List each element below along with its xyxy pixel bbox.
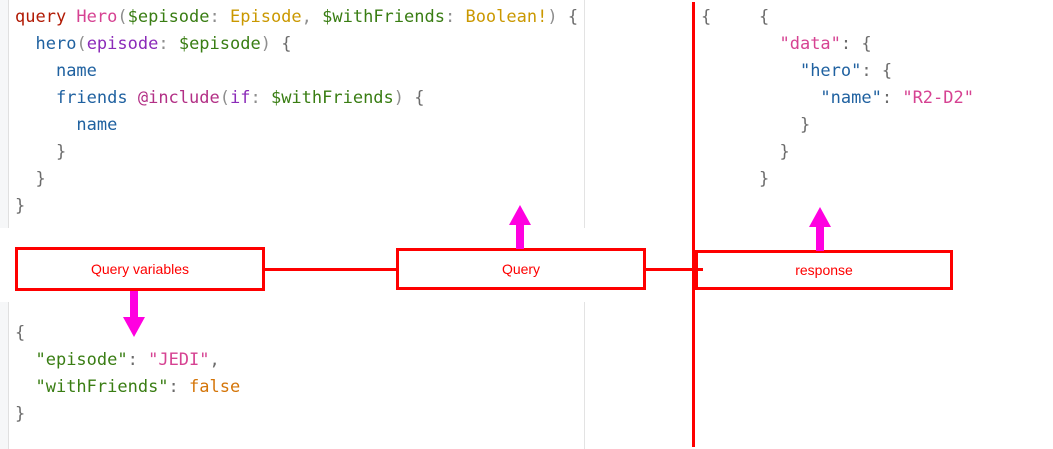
code-token: } — [759, 169, 770, 189]
annotation-box-query-variables: Query variables — [15, 247, 265, 291]
code-token: : — [127, 350, 149, 370]
code-token: $episode — [178, 34, 261, 54]
code-token: Hero — [76, 7, 118, 27]
code-token: : — [881, 88, 903, 108]
code-token: $withFriends — [270, 88, 394, 108]
code-token: } — [799, 115, 811, 135]
pane-divider-bottom — [584, 302, 585, 449]
code-line: } — [15, 139, 578, 166]
code-token: "withFriends" — [35, 377, 169, 397]
pane-divider-top — [584, 0, 585, 228]
annotation-label-query: Query — [501, 261, 541, 277]
code-token: Boolean! — [465, 7, 548, 27]
code-line: "data": { — [759, 31, 974, 58]
code-line: name — [15, 112, 578, 139]
code-token: : — [250, 88, 271, 108]
code-token: { — [404, 88, 425, 108]
code-token: : — [444, 7, 466, 27]
code-line: query Hero($episode: Episode, $withFrien… — [15, 4, 578, 31]
query-editor-pane[interactable]: query Hero($episode: Episode, $withFrien… — [9, 2, 584, 228]
code-line: friends @include(if: $withFriends) { — [15, 85, 578, 112]
code-line: { — [759, 4, 974, 31]
code-line: "name": "R2-D2" — [759, 85, 974, 112]
code-token: } — [55, 142, 67, 162]
code-token: { — [270, 34, 292, 54]
code-line: hero(episode: $episode) { — [15, 31, 578, 58]
code-line: name — [15, 58, 578, 85]
code-line: "episode": "JEDI", — [15, 347, 240, 374]
code-line: } — [15, 166, 578, 193]
code-token: false — [189, 377, 241, 397]
code-line: } — [759, 139, 974, 166]
code-token: : — [168, 377, 190, 397]
code-token: { — [701, 7, 712, 27]
code-token: "R2-D2" — [902, 88, 974, 108]
code-token: ( — [117, 7, 128, 27]
annotation-label-query-variables: Query variables — [90, 261, 190, 277]
query-variables-pane[interactable]: { "episode": "JEDI", "withFriends": fals… — [9, 304, 584, 449]
query-code-text[interactable]: query Hero($episode: Episode, $withFrien… — [15, 4, 578, 220]
code-token: : { — [861, 61, 893, 81]
response-opening-brace: { — [701, 4, 711, 31]
code-token: } — [779, 142, 790, 162]
query-editor-gutter — [0, 0, 9, 228]
variables-editor-gutter — [0, 302, 9, 449]
code-token: { — [759, 7, 770, 27]
annotation-connector-left — [264, 268, 399, 271]
code-token: : — [209, 7, 230, 27]
code-token: } — [15, 196, 26, 216]
code-line: "withFriends": false — [15, 374, 240, 401]
code-line: "hero": { — [759, 58, 974, 85]
response-code-text: { "data": { "hero": { "name": "R2-D2" } … — [759, 4, 974, 193]
code-line: } — [759, 166, 974, 193]
code-token: friends — [55, 88, 138, 108]
code-token: hero — [35, 34, 77, 54]
code-line: { — [15, 320, 240, 347]
code-token: "episode" — [35, 350, 128, 370]
code-token: $episode — [127, 7, 210, 27]
code-token: if — [229, 88, 251, 108]
annotation-box-query: Query — [396, 248, 646, 290]
code-token: ) — [260, 34, 271, 54]
response-pane: { "data": { "hero": { "name": "R2-D2" } … — [755, 2, 1051, 202]
code-token: : — [158, 34, 179, 54]
code-token: ( — [219, 88, 230, 108]
code-token: } — [15, 404, 26, 424]
code-line: } — [15, 401, 240, 428]
query-variables-text[interactable]: { "episode": "JEDI", "withFriends": fals… — [15, 320, 240, 428]
annotation-label-response: response — [795, 262, 853, 278]
code-token: { — [557, 7, 579, 27]
code-token: : { — [840, 34, 872, 54]
code-token: name — [55, 61, 97, 81]
code-token: ( — [76, 34, 87, 54]
code-token: "hero" — [799, 61, 862, 81]
code-token: episode — [86, 34, 159, 54]
code-token: ) — [547, 7, 558, 27]
code-line: } — [759, 112, 974, 139]
annotation-connector-right — [645, 268, 703, 271]
arrow-down-to-query-variables — [119, 291, 149, 339]
code-token: "JEDI" — [148, 350, 210, 370]
code-token: "data" — [779, 34, 841, 54]
code-token: } — [35, 169, 46, 189]
arrow-up-to-query — [505, 205, 535, 251]
code-token: query — [15, 7, 77, 27]
code-token: @include — [137, 88, 220, 108]
annotation-divider-line — [692, 2, 695, 447]
code-token: ) — [393, 88, 405, 108]
code-line: } — [15, 193, 578, 220]
code-token: { — [15, 323, 26, 343]
code-token: , — [209, 350, 220, 370]
code-token: $withFriends — [322, 7, 445, 27]
code-token: name — [76, 115, 118, 135]
code-token: , — [301, 7, 323, 27]
annotation-box-response: response — [695, 250, 953, 290]
code-token: "name" — [820, 88, 882, 108]
arrow-up-to-response — [805, 207, 835, 253]
code-token: Episode — [230, 7, 302, 27]
